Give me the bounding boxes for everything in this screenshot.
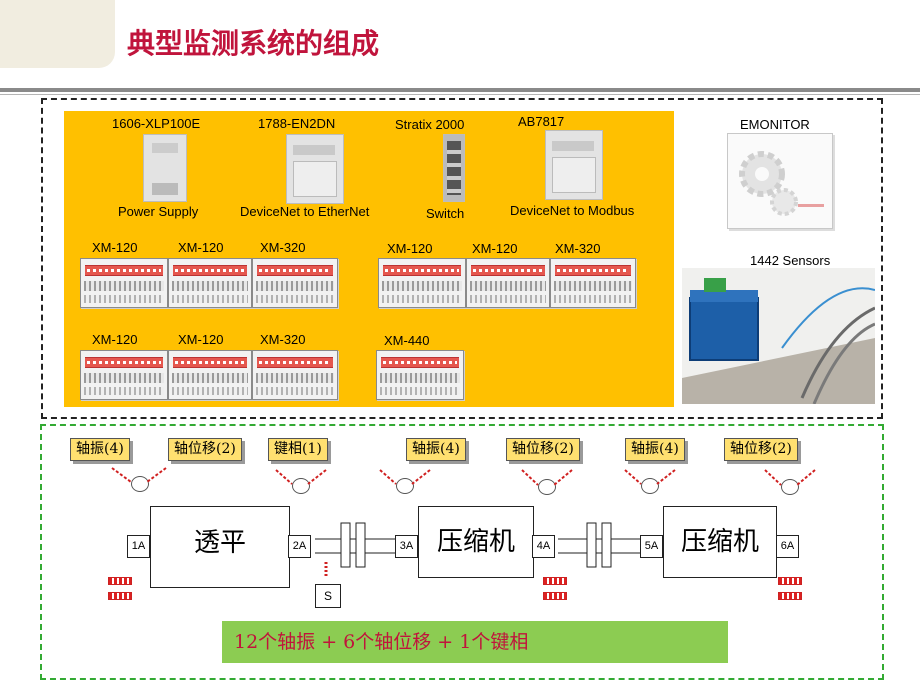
bearing-1a: 1A [127, 535, 150, 558]
bearing-4a: 4A [532, 535, 555, 558]
sensors-label: 1442 Sensors [750, 253, 831, 268]
signal-label-axial: 轴位移(2) [168, 438, 242, 461]
device-model-ab7817: AB7817 [518, 114, 565, 129]
machine-train-frame [40, 424, 884, 680]
switch-image [443, 134, 465, 202]
device-caption-en2dn: DeviceNet to EtherNet [240, 204, 370, 219]
bearing-6a: 6A [776, 535, 799, 558]
module-label: XM-320 [260, 240, 306, 255]
xm-module-image [550, 258, 636, 308]
xm-module-image [252, 350, 338, 400]
signal-label-vibration: 轴振(4) [70, 438, 130, 461]
xm-module-image [378, 258, 466, 308]
xm-module-image [80, 258, 168, 308]
bearing-3a: 3A [395, 535, 418, 558]
module-label: XM-120 [178, 332, 224, 347]
proximity-probe-icon [781, 479, 799, 495]
page-title: 典型监测系统的组成 [127, 27, 380, 60]
module-label: XM-440 [384, 333, 430, 348]
gear-icon [739, 151, 824, 216]
proximity-probe-icon [396, 478, 414, 494]
hardware-frame [41, 98, 883, 419]
axial-probe-icon [778, 577, 802, 585]
axial-probe-icon [543, 577, 567, 585]
axial-probe-icon [108, 577, 132, 585]
ab7817-gateway-image [545, 130, 603, 200]
axial-probe-icon [543, 592, 567, 600]
module-label: XM-120 [92, 240, 138, 255]
device-model-switch: Stratix 2000 [395, 117, 465, 132]
keyphasor-box: S [315, 584, 341, 608]
title-tab-decoration [0, 0, 115, 68]
emonitor-software-image [727, 133, 833, 229]
power-supply-image [143, 134, 187, 202]
xm-module-image [80, 350, 168, 400]
proximity-probe-icon [292, 478, 310, 494]
sensors-photo [682, 268, 876, 405]
xm-module-image [252, 258, 338, 308]
axial-probe-icon [778, 592, 802, 600]
bearing-2a: 2A [288, 535, 311, 558]
module-label: XM-120 [472, 241, 518, 256]
signal-label-keyphasor: 键相(1) [268, 438, 328, 461]
signal-label-vibration: 轴振(4) [406, 438, 466, 461]
module-label: XM-320 [555, 241, 601, 256]
module-label: XM-320 [260, 332, 306, 347]
turbine-box: 透平 [150, 506, 290, 588]
proximity-probe-icon [641, 478, 659, 494]
sensor-transmitter-icon [682, 278, 876, 405]
summary-banner: 12个轴振 + 6个轴位移 + 1个键相 [222, 621, 728, 663]
module-label: XM-120 [387, 241, 433, 256]
xm-module-image [466, 258, 550, 308]
xm-module-image [168, 258, 252, 308]
compressor-box-2: 压缩机 [663, 506, 777, 578]
title-divider-thin [0, 94, 920, 95]
axial-probe-icon [108, 592, 132, 600]
proximity-probe-icon [131, 476, 149, 492]
emonitor-label: EMONITOR [740, 117, 810, 132]
device-model-en2dn: 1788-EN2DN [258, 116, 336, 131]
module-label: XM-120 [178, 240, 224, 255]
signal-label-axial: 轴位移(2) [724, 438, 798, 461]
device-model-power-supply: 1606-XLP100E [112, 116, 201, 131]
device-caption-switch: Switch [426, 206, 465, 221]
bearing-5a: 5A [640, 535, 663, 558]
signal-label-axial: 轴位移(2) [506, 438, 580, 461]
compressor-box-1: 压缩机 [418, 506, 534, 578]
device-caption-power-supply: Power Supply [118, 204, 199, 219]
title-divider [0, 88, 920, 92]
module-label: XM-120 [92, 332, 138, 347]
device-caption-ab7817: DeviceNet to Modbus [510, 203, 635, 218]
xm-module-image [376, 350, 464, 400]
xm-module-image [168, 350, 252, 400]
en2dn-gateway-image [286, 134, 344, 204]
signal-label-vibration: 轴振(4) [625, 438, 685, 461]
proximity-probe-icon [538, 479, 556, 495]
